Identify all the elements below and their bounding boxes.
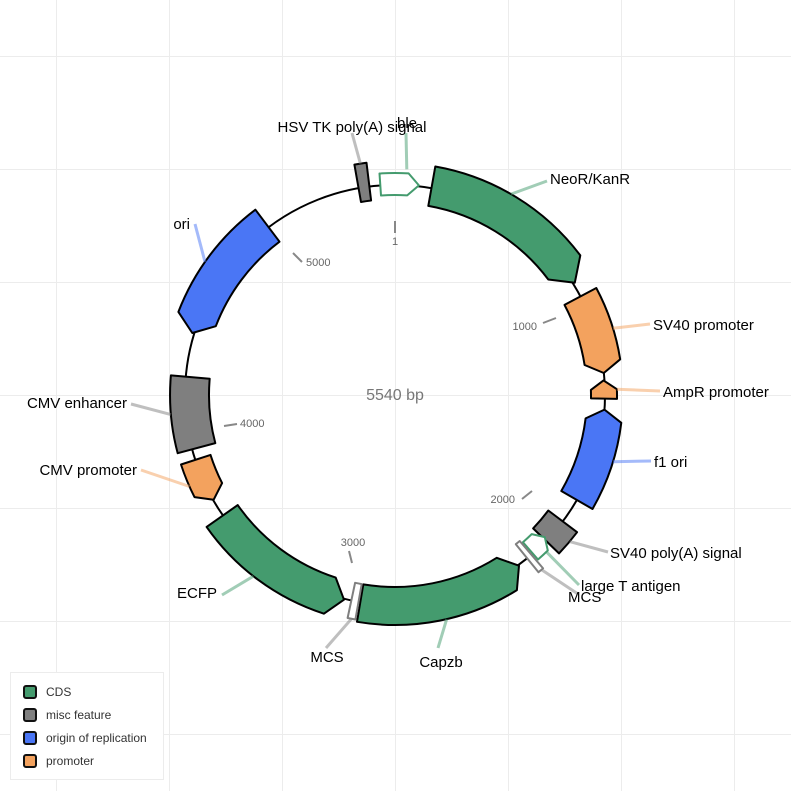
label-leaders-layer [130,132,661,649]
legend-swatch-promoter [23,754,37,768]
label-sv40-promoter: SV40 promoter [653,317,754,334]
features-layer [169,161,623,626]
leader-large-t-antigen [545,550,581,587]
label-ampr-promoter: AmpR promoter [663,384,769,401]
tick-label-3000: 3000 [341,537,365,549]
label-mcs_bottom: MCS [310,649,343,666]
feature-f1-ori[interactable] [560,408,623,510]
tick-label-1: 1 [392,236,398,248]
leader-capzb [436,618,449,649]
label-ecfp: ECFP [177,585,217,602]
legend-item-promoter: promoter [23,752,94,770]
label-neor-kanr: NeoR/KanR [550,171,630,188]
feature-mcs_right[interactable] [514,540,545,574]
legend-swatch-cds [23,685,37,699]
legend-label-promoter: promoter [46,754,95,768]
tick-mark-3000 [348,550,353,564]
leader-cmv-enhancer [130,402,172,417]
legend-label-cds: CDS [46,685,72,699]
feature-ampr-promoter[interactable] [589,379,619,400]
feature-capzb[interactable] [356,556,520,626]
legend: CDS misc feature origin of replication p… [10,672,164,780]
leader-hsv-tk-poly-a-signal [350,132,362,164]
leader-ori [193,223,207,263]
leader-sv40-poly-a-signal [569,540,609,554]
tick-mark-4000 [223,423,238,427]
feature-neor-kanr[interactable] [427,165,582,284]
legend-item-misc-feature: misc feature [23,706,111,724]
feature-sv40-poly-a-signal[interactable] [532,509,579,555]
label-f1-ori: f1 ori [654,454,687,471]
feature-ble[interactable] [378,171,420,197]
label-sv40-poly-a-signal: SV40 poly(A) signal [610,545,742,562]
label-capzb: Capzb [419,654,462,671]
tick-mark-5000 [292,252,303,263]
leader-ampr-promoter [616,387,661,393]
feature-mcs_bottom[interactable] [346,581,363,621]
leader-mcs_bottom [324,617,353,649]
tick-mark-1000 [542,317,557,324]
ticks-layer: 1 1000 2000 3000 4000 5000 [223,221,557,564]
plasmid-length-label: 5540 bp [366,387,424,404]
label-cmv-enhancer: CMV enhancer [27,395,127,412]
leader-sv40-promoter [612,322,651,330]
label-cmv-promoter: CMV promoter [39,462,137,479]
feature-sv40-promoter[interactable] [563,287,622,374]
leader-neor-kanr [510,179,548,196]
feature-ecfp[interactable] [205,504,345,615]
label-mcs_right: MCS [568,589,601,606]
tick-label-1000: 1000 [513,321,537,333]
legend-label-origin-of-replication: origin of replication [46,731,147,745]
leader-f1-ori [612,459,652,464]
feature-cmv-enhancer[interactable] [169,374,217,455]
label-ble: ble [397,115,417,132]
legend-swatch-misc-feature [23,708,37,722]
label-ori: ori [173,216,190,233]
leader-mcs_right [540,568,579,596]
tick-mark-2000 [521,490,533,500]
legend-item-origin-of-replication: origin of replication [23,729,147,747]
leader-ecfp [221,574,255,597]
leader-cmv-promoter [140,468,190,488]
label-large-t-antigen: large T antigen [581,578,681,595]
feature-ori[interactable] [177,208,281,334]
tick-label-2000: 2000 [491,494,515,506]
feature-hsv-tk-poly-a-signal[interactable] [353,161,373,203]
legend-swatch-origin-of-replication [23,731,37,745]
tick-label-4000: 4000 [240,418,264,430]
label-hsv-tk-poly-a-signal: HSV TK poly(A) signal [278,119,427,136]
feature-cmv-promoter[interactable] [180,453,224,501]
tick-label-5000: 5000 [306,257,330,269]
legend-item-cds: CDS [23,683,71,701]
legend-label-misc-feature: misc feature [46,708,112,722]
leader-ble [404,132,409,170]
